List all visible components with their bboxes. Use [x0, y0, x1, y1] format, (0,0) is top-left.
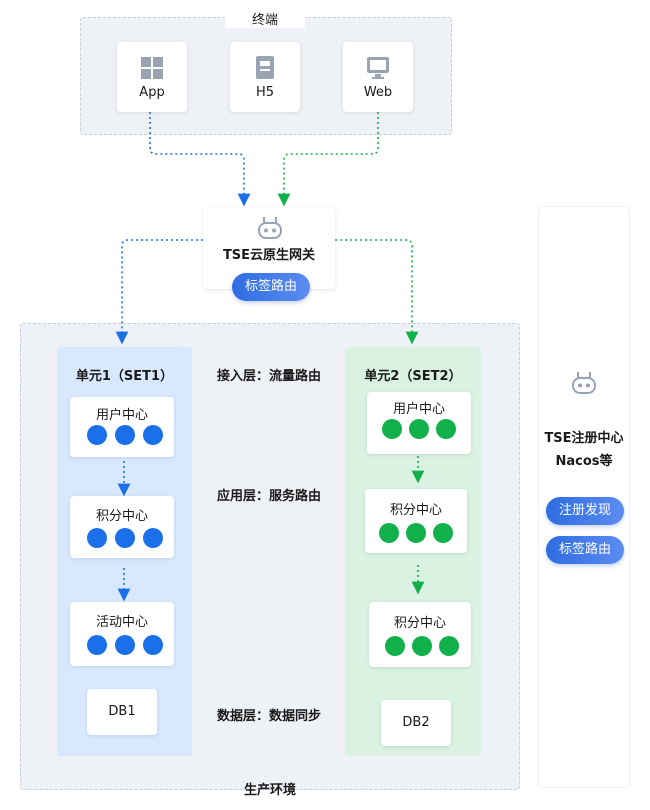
- client-label: Web: [363, 85, 393, 100]
- router-icon: [572, 372, 596, 394]
- instance-dot: [143, 425, 163, 445]
- instance-dot: [409, 419, 429, 439]
- service-label: 积分中心: [393, 616, 446, 631]
- layer-app-label: 应用层：服务路由: [216, 489, 321, 504]
- router-icon: [258, 217, 282, 239]
- service-label: 活动中心: [95, 615, 148, 630]
- client-label: App: [139, 85, 165, 100]
- instance-dot: [379, 523, 399, 543]
- layer-data-label: 数据层：数据同步: [216, 709, 321, 724]
- instance-dot: [143, 528, 163, 548]
- monitor-icon: [367, 57, 389, 79]
- instance-dot: [143, 635, 163, 655]
- service-label: 用户中心: [95, 408, 148, 423]
- registry-discovery-button[interactable]: 注册发现: [546, 497, 624, 525]
- instance-dot: [115, 425, 135, 445]
- arrow-web-to-gateway: [277, 112, 379, 207]
- arrow-gateway-to-set1: [115, 239, 203, 345]
- terminal-title: 终端: [225, 9, 305, 28]
- set1-service-points[interactable]: 积分中心: [70, 496, 174, 558]
- instance-dot: [433, 523, 453, 543]
- service-label: 积分中心: [389, 503, 442, 518]
- gateway-tag-routing[interactable]: 标签路由: [232, 273, 310, 301]
- instance-dot: [439, 636, 459, 656]
- set1-service-user[interactable]: 用户中心: [70, 397, 174, 457]
- instance-dot: [115, 528, 135, 548]
- client-h5[interactable]: H5: [230, 42, 300, 112]
- client-web[interactable]: Web: [343, 42, 413, 112]
- instance-dot: [436, 419, 456, 439]
- client-label: H5: [255, 85, 275, 100]
- service-label: 积分中心: [95, 509, 148, 524]
- set1-title: 单元1（SET1）: [75, 369, 174, 384]
- instance-dot: [87, 425, 107, 445]
- set2-db[interactable]: DB2: [381, 700, 451, 746]
- set2-title: 单元2（SET2）: [364, 369, 462, 384]
- set1-db[interactable]: DB1: [87, 689, 157, 735]
- instance-dot: [382, 419, 402, 439]
- production-title: 生产环境: [243, 783, 296, 798]
- arrow-gateway-to-set2: [335, 239, 419, 345]
- instance-dot: [385, 636, 405, 656]
- registry-tag-routing-button[interactable]: 标签路由: [546, 536, 624, 564]
- instance-dot: [87, 635, 107, 655]
- instance-dot: [412, 636, 432, 656]
- set1-service-activity[interactable]: 活动中心: [70, 602, 174, 666]
- gateway-title: TSE云原生网关: [222, 248, 316, 263]
- grid-icon: [141, 57, 163, 79]
- set2-service-points-2[interactable]: 积分中心: [369, 602, 471, 667]
- client-app[interactable]: App: [117, 42, 187, 112]
- db-label: DB1: [108, 704, 136, 719]
- instance-dot: [87, 528, 107, 548]
- set2-service-points[interactable]: 积分中心: [365, 489, 467, 553]
- instance-dot: [406, 523, 426, 543]
- set2-service-user[interactable]: 用户中心: [367, 392, 471, 454]
- instance-dot: [115, 635, 135, 655]
- layer-access-label: 接入层：流量路由: [216, 369, 321, 384]
- document-icon: [256, 56, 274, 79]
- arrow-app-to-gateway: [149, 112, 251, 207]
- registry-subtitle: Nacos等: [555, 454, 613, 469]
- service-label: 用户中心: [392, 402, 445, 417]
- registry-title: TSE注册中心: [544, 431, 624, 446]
- db-label: DB2: [402, 715, 430, 730]
